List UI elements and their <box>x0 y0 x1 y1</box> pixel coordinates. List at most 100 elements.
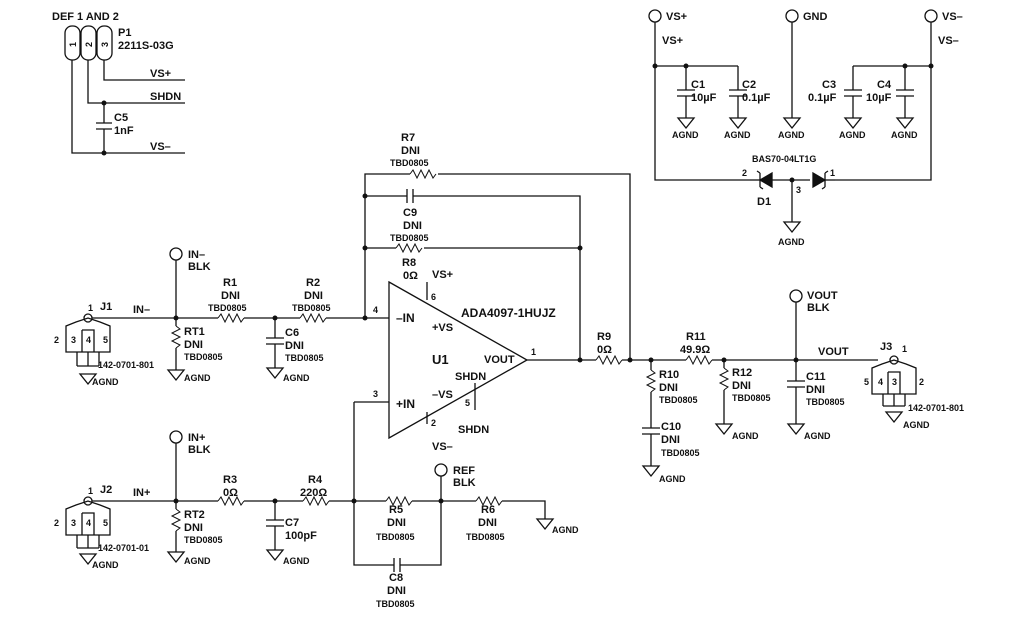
c5-ref: C5 <box>114 112 128 124</box>
r6-dni: DNI <box>478 517 497 529</box>
gnd-agnd: AGND <box>778 130 805 140</box>
gnd-terminal <box>785 9 799 23</box>
in-plus-blk-2: BLK <box>188 444 211 456</box>
c1-agnd: AGND <box>672 130 699 140</box>
gnd-label: GND <box>803 11 828 23</box>
opamp-pin2: 2 <box>431 418 436 428</box>
vsminus-terminal <box>924 9 938 23</box>
p1-net-shdn: SHDN <box>150 91 181 103</box>
c3-value: 0.1µF <box>808 92 837 104</box>
c4-value: 10µF <box>866 92 892 104</box>
ref-blk-2: BLK <box>453 477 476 489</box>
d1-agnd: AGND <box>778 237 805 247</box>
opamp-part: ADA4097-1HUJZ <box>461 306 556 320</box>
ref-blk-1: REF <box>453 465 475 477</box>
in-minus-blk-1: IN– <box>188 249 205 261</box>
ref-blk-terminal <box>434 463 448 477</box>
j2-pin4: 4 <box>86 518 91 528</box>
j2-pin2: 2 <box>54 518 59 528</box>
p1-pin2: 2 <box>84 42 94 47</box>
r7-ref: R7 <box>401 132 415 144</box>
rt1-agnd: AGND <box>184 373 211 383</box>
vsplus-terminal <box>648 9 662 23</box>
d1-pin3: 3 <box>796 185 801 195</box>
j3-pin1: 1 <box>902 344 907 354</box>
j1-agnd: AGND <box>92 377 119 387</box>
j1-pin2: 2 <box>54 335 59 345</box>
c2-value: 0.1µF <box>742 92 771 104</box>
j3-pin4: 4 <box>878 377 883 387</box>
c11-pkg: TBD0805 <box>806 397 845 407</box>
c4-agnd: AGND <box>891 130 918 140</box>
r4-ref: R4 <box>308 474 323 486</box>
opamp-plus-in: +IN <box>396 397 415 411</box>
r9-value: 0Ω <box>597 344 612 356</box>
c9-dni: DNI <box>403 220 422 232</box>
r10-pkg: TBD0805 <box>659 395 698 405</box>
r1-dni: DNI <box>221 290 240 302</box>
rt2-ref: RT2 <box>184 509 205 521</box>
r3-value: 0Ω <box>223 487 238 499</box>
j3-agnd: AGND <box>903 420 930 430</box>
c2-ref: C2 <box>742 79 756 91</box>
j1-part: 142-0701-801 <box>98 360 154 370</box>
j2-pin3: 3 <box>71 518 76 528</box>
in-minus-net: IN– <box>133 304 150 316</box>
c4-ref: C4 <box>877 79 892 91</box>
c11-dni: DNI <box>806 384 825 396</box>
j2-agnd: AGND <box>92 560 119 570</box>
p1-net-vsplus: VS+ <box>150 68 171 80</box>
r9-ref: R9 <box>597 331 611 343</box>
opamp-pin4: 4 <box>373 305 378 315</box>
in-minus-blk-terminal <box>169 247 183 261</box>
c6-ref: C6 <box>285 327 299 339</box>
input-minus-path: IN– BLK J1 1 2 3 4 5 142-0701-801 AGND I… <box>54 247 365 387</box>
opamp-shdn: SHDN <box>455 371 486 383</box>
header-p1: DEF 1 AND 2 1 2 3 P1 2211S-03G VS+ SHDN … <box>52 11 185 156</box>
r5-dni: DNI <box>387 517 406 529</box>
r8-ref: R8 <box>402 257 416 269</box>
r7-pkg: TBD0805 <box>390 158 429 168</box>
opamp-pin3: 3 <box>373 389 378 399</box>
r1-ref: R1 <box>223 277 237 289</box>
connector-j1 <box>65 313 111 386</box>
c5-value: 1nF <box>114 125 134 137</box>
j1-pin4: 4 <box>86 335 91 345</box>
c11-ref: C11 <box>806 371 826 383</box>
d1-pin1: 1 <box>830 168 835 178</box>
r11-ref: R11 <box>686 331 706 343</box>
r11-value: 49.9Ω <box>680 344 710 356</box>
r7-dni: DNI <box>401 145 420 157</box>
vout-net: VOUT <box>818 346 849 358</box>
power-section: VS+ VS+ C1 10µF AGND C2 0.1µF AGND GND A… <box>648 9 963 247</box>
input-plus-path: IN+ BLK J2 1 2 3 4 5 142-0701-01 AGND IN… <box>54 402 579 609</box>
opamp-u1: –IN +IN +VS –VS U1 VOUT SHDN ADA4097-1HU… <box>354 269 596 453</box>
j3-pin5: 5 <box>864 377 869 387</box>
d1-pin2: 2 <box>742 168 747 178</box>
c8-pkg: TBD0805 <box>376 599 415 609</box>
j3-ref: J3 <box>880 341 892 353</box>
vout-blk-1: VOUT <box>807 290 838 302</box>
j3-pin3: 3 <box>892 377 897 387</box>
opamp-vs-pos: +VS <box>432 322 453 334</box>
opamp-shdn-net: SHDN <box>458 424 489 436</box>
feedback-network: R7 DNI TBD0805 C9 DNI TBD0805 R8 0Ω <box>362 132 631 360</box>
rt1-ref: RT1 <box>184 326 205 338</box>
in-plus-net: IN+ <box>133 487 150 499</box>
c10-pkg: TBD0805 <box>661 448 700 458</box>
rt2-pkg: TBD0805 <box>184 535 223 545</box>
r12-dni: DNI <box>732 380 751 392</box>
p1-pin1: 1 <box>68 42 78 47</box>
opamp-vsplus-net: VS+ <box>432 269 453 281</box>
vsplus-term-label: VS+ <box>666 11 687 23</box>
connector-j2 <box>65 496 111 566</box>
opamp-minus-in: –IN <box>396 311 415 325</box>
j3-pin2: 2 <box>919 377 924 387</box>
vsminus-net-label: VS– <box>938 35 959 47</box>
opamp-vs-neg: –VS <box>432 389 453 401</box>
c6-dni: DNI <box>285 340 304 352</box>
c7-agnd: AGND <box>283 556 310 566</box>
c1-ref: C1 <box>691 79 705 91</box>
d1-ref: D1 <box>757 196 771 208</box>
c10-dni: DNI <box>661 434 680 446</box>
